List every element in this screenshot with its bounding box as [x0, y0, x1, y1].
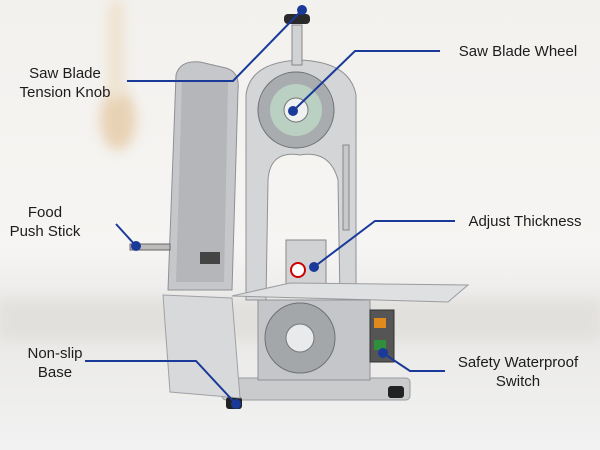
wheel-dot — [288, 106, 298, 116]
base-dot — [231, 399, 241, 409]
push-stick-dot — [131, 241, 141, 251]
knob-dot — [297, 5, 307, 15]
callout-lines — [85, 9, 455, 405]
label-line: Push Stick — [9, 223, 81, 240]
label-saw-blade-wheel: Saw Blade Wheel — [448, 42, 588, 61]
label-line: Safety Waterproof — [457, 354, 579, 371]
label-line: Adjust Thickness — [468, 213, 582, 230]
label-non-slip-base: Non-slip Base — [10, 344, 100, 382]
switch-dot — [378, 348, 388, 358]
label-safety-switch: Safety Waterproof Switch — [448, 353, 588, 391]
wooden-spoon-blur — [100, 90, 136, 150]
wooden-spoon-handle-blur — [108, 0, 124, 100]
label-line: Base — [37, 364, 73, 381]
label-adjust-thickness: Adjust Thickness — [460, 212, 590, 231]
label-food-push-stick: Food Push Stick — [0, 203, 90, 241]
label-tension-knob: Saw Blade Tension Knob — [10, 64, 120, 102]
label-line: Saw Blade — [29, 65, 101, 82]
label-line: Tension Knob — [19, 84, 111, 101]
label-line: Non-slip — [27, 345, 83, 362]
thickness-dot — [309, 262, 319, 272]
label-line: Saw Blade Wheel — [458, 43, 578, 60]
label-line: Switch — [495, 373, 541, 390]
label-line: Food — [27, 204, 63, 221]
